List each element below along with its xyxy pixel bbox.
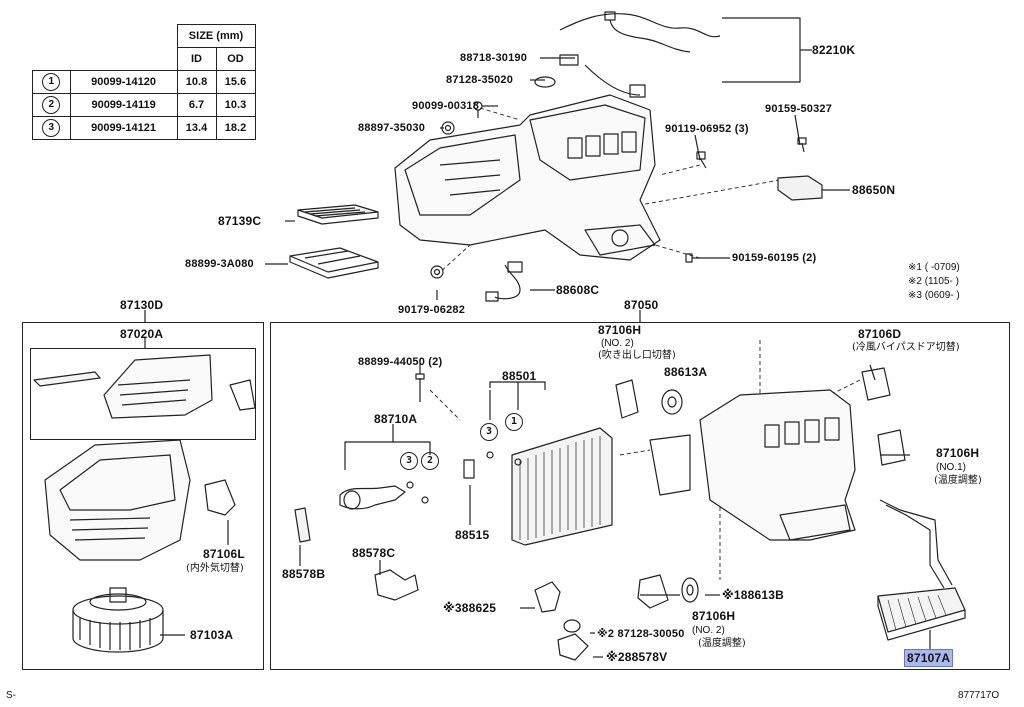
label-88578v: ※288578V: [606, 650, 668, 664]
label-87107a: 87107A: [904, 649, 954, 667]
label-90179-06282: 90179-06282: [398, 304, 466, 316]
label-88718-30190: 88718-30190: [460, 52, 528, 64]
label-87106h-no2-bottom: 87106H: [692, 609, 736, 623]
od-header: OD: [215, 47, 256, 71]
label-88613b: ※188613B: [722, 588, 784, 602]
size-id: 13.4: [176, 116, 217, 140]
part-number: 90099-14120: [69, 70, 178, 94]
hose-size-table: SIZE (mm) ID OD 1 90099-14120 10.8 15.6 …: [32, 24, 256, 140]
label-87106l-desc: (内外気切替): [186, 563, 244, 574]
label-88515: 88515: [455, 528, 490, 542]
label-90099-00318: 90099-00318: [412, 100, 480, 112]
label-87106h-no2-bottom-num: (NO. 2): [692, 625, 725, 636]
label-90159-60195: 90159-60195 (2): [732, 252, 817, 264]
label-87106h-no2-top: 87106H: [598, 323, 642, 337]
label-87128-35020: 87128-35020: [446, 74, 514, 86]
callout-2: 2: [421, 452, 439, 470]
footnote-3: ※3 (0609- ): [908, 290, 960, 301]
footnote-1: ※1 ( -0709): [908, 262, 960, 273]
label-88578b: 88578B: [282, 567, 326, 581]
blower-frame: [22, 322, 264, 670]
label-87139c: 87139C: [218, 214, 262, 228]
label-87106l: 87106L: [203, 547, 245, 561]
label-88578c: 88578C: [352, 546, 396, 560]
label-88710a: 88710A: [374, 412, 418, 426]
label-88899-3a080: 88899-3A080: [185, 258, 254, 270]
label-87106h-no1: 87106H: [936, 446, 980, 460]
label-82210k: 82210K: [812, 43, 856, 57]
label-90119-06952: 90119-06952 (3): [665, 123, 749, 135]
circled-number: 2: [42, 96, 61, 114]
callout-3-left: 3: [400, 452, 418, 470]
corner-code-left: S-: [6, 690, 16, 701]
label-87103a: 87103A: [190, 628, 234, 642]
table-row: 1 90099-14120 10.8 15.6: [32, 70, 256, 94]
size-header: SIZE (mm): [176, 24, 256, 48]
label-87128-30050: ※2 87128-30050: [597, 628, 685, 640]
label-87130d: 87130D: [120, 298, 164, 312]
callout-1: 1: [505, 413, 523, 431]
part-number: 90099-14121: [69, 116, 178, 140]
blower-case-frame: [30, 348, 256, 440]
label-87106h-no2-top-num: (NO. 2): [601, 338, 634, 349]
label-87106h-no2-top-desc: (吹き出し口切替): [598, 350, 676, 361]
label-87106h-no1-desc: (温度調整): [934, 475, 982, 486]
label-88897-35030: 88897-35030: [358, 122, 426, 134]
label-88899-44050: 88899-44050 (2): [358, 356, 443, 368]
label-87106h-no2-bottom-desc: (温度調整): [698, 638, 746, 649]
label-88613a: 88613A: [664, 365, 708, 379]
label-87107a-highlight: 87107A: [904, 649, 954, 667]
size-od: 15.6: [215, 70, 256, 94]
table-row: 3 90099-14121 13.4 18.2: [32, 116, 256, 140]
label-88501: 88501: [502, 369, 537, 383]
table-row: 2 90099-14119 6.7 10.3: [32, 93, 256, 117]
id-header: ID: [176, 47, 217, 71]
circled-number: 1: [42, 73, 61, 91]
corner-code-right: 877717O: [958, 690, 1000, 701]
callout-3: 3: [480, 423, 498, 441]
circled-number: 3: [42, 119, 61, 137]
air-conditioner-unit-frame: [270, 322, 1010, 670]
label-88650n: 88650N: [852, 183, 896, 197]
label-87106d: 87106D: [858, 327, 902, 341]
label-90159-50327: 90159-50327: [765, 103, 833, 115]
footnote-2: ※2 (1105- ): [908, 276, 959, 287]
label-87106h-no1-num: (NO.1): [936, 462, 966, 473]
label-88625: ※388625: [443, 601, 497, 615]
size-od: 18.2: [215, 116, 256, 140]
label-87106d-desc: (冷風バイパスドア切替): [852, 342, 960, 353]
label-87020a: 87020A: [120, 327, 164, 341]
label-88608c: 88608C: [556, 283, 600, 297]
label-87050: 87050: [624, 298, 659, 312]
